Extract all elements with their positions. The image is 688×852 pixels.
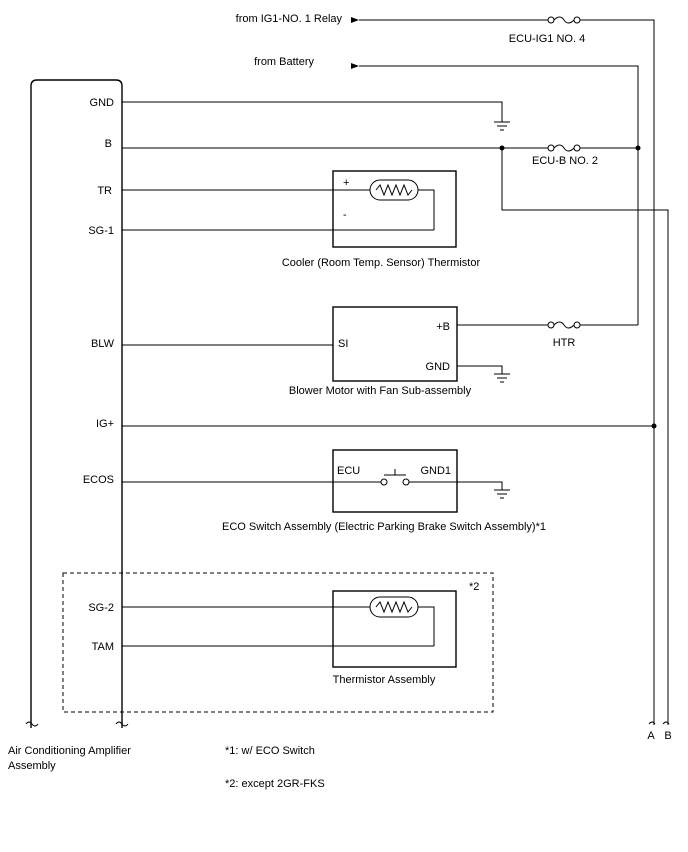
eco-switch-ecu: ECU [337, 465, 360, 477]
sg2-wire [122, 606, 435, 647]
pin-sg2-label: SG-2 [88, 602, 114, 614]
blower-motor-gnd: GND [426, 361, 451, 373]
ig1-wire [359, 19, 655, 725]
cooler-thermistor-name: Cooler (Room Temp. Sensor) Thermistor [282, 257, 481, 269]
blower-motor-box [332, 306, 458, 382]
pin-ecos-label: ECOS [83, 474, 114, 486]
note-2: *2: except 2GR-FKS [225, 778, 325, 790]
cooler-thermistor-minus: - [343, 209, 347, 221]
blower-motor-name: Blower Motor with Fan Sub-assembly [289, 385, 472, 397]
blower-motor-si: SI [338, 338, 348, 350]
optional-region-dashed [62, 572, 494, 713]
pin-b-label: B [105, 138, 112, 150]
thermistor-assembly-box [332, 590, 457, 668]
note-1: *1: w/ ECO Switch [225, 745, 315, 757]
junction-b-battery [635, 145, 641, 151]
ecu-ig1-fuse-label: ECU-IG1 NO. 4 [509, 33, 585, 45]
pin-tam-label: TAM [92, 641, 114, 653]
htr-fuse-label: HTR [553, 337, 576, 349]
source-battery-arrow [351, 63, 359, 69]
tr-wire [122, 189, 435, 231]
optional-region-marker: *2 [469, 581, 479, 593]
cooler-thermistor-box [332, 170, 457, 248]
blower-gnd-wire [457, 365, 503, 374]
ground-symbol-1 [494, 121, 510, 131]
pin-tr-label: TR [97, 185, 112, 197]
b-connector-wire [501, 148, 669, 725]
ecu-ig1-fuse [547, 16, 581, 24]
connector-break [648, 721, 670, 725]
amplifier-name-line1: Air Conditioning Amplifier [8, 745, 131, 757]
battery-wire [359, 65, 639, 325]
source-ig1-relay-label: from IG1-NO. 1 Relay [236, 13, 343, 25]
pin-ig-label: IG+ [96, 418, 114, 430]
pin-gnd-label: GND [90, 97, 115, 109]
eco-switch-gnd1: GND1 [420, 465, 451, 477]
blower-motor-plus-b: +B [436, 321, 450, 333]
thermistor-assembly-resistor-icon [369, 596, 419, 618]
ground-symbol-2 [494, 373, 510, 383]
pin-sg1-label: SG-1 [88, 225, 114, 237]
eco-switch-name: ECO Switch Assembly (Electric Parking Br… [222, 521, 546, 533]
ground-symbol-3 [494, 489, 510, 499]
amplifier-break [25, 721, 129, 727]
connector-a-label: A [647, 730, 655, 742]
ecu-b-fuse [547, 144, 581, 152]
amplifier-body [30, 79, 123, 728]
amplifier-name-line2: Assembly [8, 760, 56, 772]
ecu-b-fuse-label: ECU-B NO. 2 [532, 155, 598, 167]
thermistor-assembly-name: Thermistor Assembly [333, 674, 436, 686]
cooler-thermistor-resistor-icon [369, 179, 419, 201]
pin-blw-label: BLW [91, 338, 115, 350]
junction-ig [651, 423, 657, 429]
ecos-wire [122, 481, 503, 490]
gnd-wire [122, 101, 503, 122]
source-battery-label: from Battery [254, 56, 314, 68]
connector-b-label: B [664, 730, 671, 742]
htr-fuse [547, 321, 581, 329]
eco-switch-contact-icon [380, 469, 410, 486]
cooler-thermistor-plus: + [343, 177, 349, 189]
eco-switch-box [332, 449, 458, 513]
source-ig1-arrow [351, 17, 359, 23]
